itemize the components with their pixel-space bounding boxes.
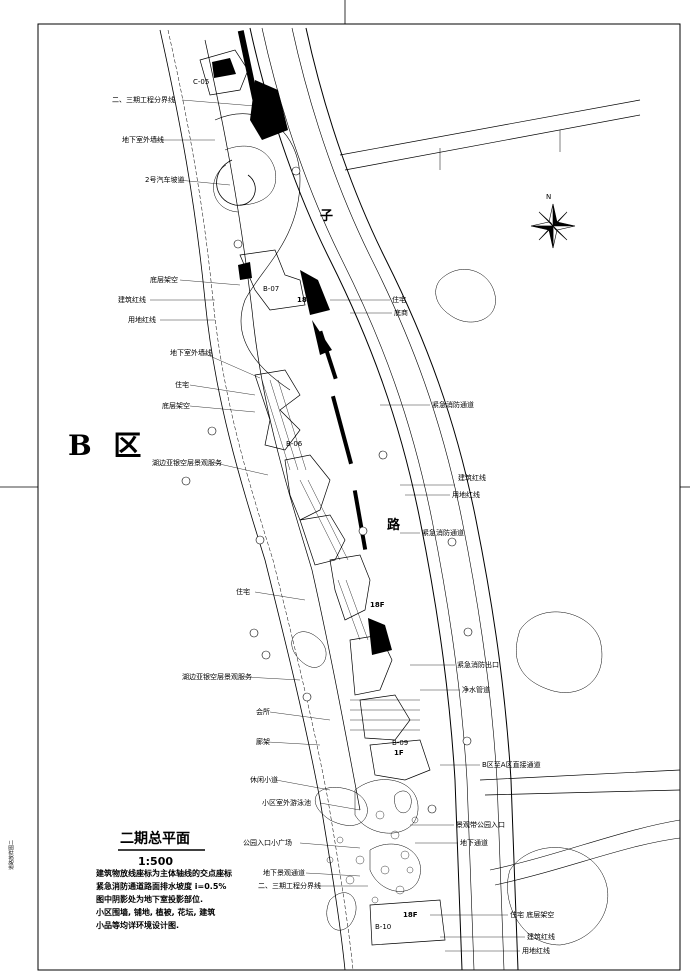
building-floors: 18F: [403, 911, 418, 919]
note-line: 建筑物放线座标为主体轴线的交点座标: [96, 869, 232, 878]
annotation-label: B区至A区直接通道: [482, 761, 541, 769]
annotation-label: 建筑红线: [118, 296, 146, 304]
annotation-label: 休闲小道: [250, 776, 278, 784]
annotation-label: 底层架空: [162, 402, 190, 410]
annotation-label: 景观带公园入口: [456, 821, 505, 829]
annotation-label: 建筑红线: [458, 474, 486, 482]
annotation-label: 公园入口小广场: [243, 839, 292, 847]
annotation-label: 二、三期工程分界线: [112, 96, 175, 104]
annotation-label: 二、三期工程分界线: [258, 882, 321, 890]
annotation-label: 建筑红线: [527, 933, 555, 941]
north-label: N: [546, 193, 552, 201]
annotation-label: 住宅 底层架空: [510, 911, 555, 919]
building-tag: B-10: [375, 923, 392, 931]
annotation-label: 紧急消防通道: [432, 401, 474, 409]
building-tag: C-05: [193, 78, 210, 86]
annotation-label: 廊架: [256, 738, 270, 746]
annotation-label: 用地红线: [128, 316, 156, 324]
zone-title: B 区: [68, 429, 148, 462]
building-floors: 18F: [297, 296, 312, 304]
annotation-label: 用地红线: [452, 491, 480, 499]
annotation-label: 会所: [256, 708, 270, 716]
note-line: 紧急消防通道路面排水坡度 i=0.5%: [96, 882, 227, 891]
road-name-char: 子: [320, 209, 334, 224]
annotation-label: 地下景观通道: [263, 869, 305, 877]
annotation-label: 紧急消防出口: [457, 661, 499, 669]
building-floors: 18F: [370, 601, 385, 609]
annotation-label: 住宅: [236, 588, 250, 596]
plan-title: 二期总平面: [120, 831, 190, 847]
note-line: 小区围墙, 铺地, 植被, 花坛, 建筑: [96, 908, 216, 917]
north-arrow-icon: [530, 203, 576, 249]
annotation-label: 地下通道: [460, 839, 488, 847]
road-name-char: 路: [387, 518, 401, 533]
note-line: 图中阴影处为地下室投影部位.: [96, 895, 204, 904]
annotation-label: 底商: [394, 309, 408, 317]
building-tag: B-06: [286, 440, 303, 448]
building-tag: B-07: [263, 285, 280, 293]
building-tag: B-09: [392, 739, 409, 747]
annotation-label: 住宅: [392, 296, 406, 304]
annotation-label: 净水管道: [462, 686, 490, 694]
annotation-label: 小区室外游泳池: [262, 799, 311, 807]
annotation-label: 住宅: [175, 381, 189, 389]
annotation-label: 紧急消防通道: [422, 529, 464, 537]
building-floors: 1F: [394, 749, 404, 757]
annotation-label: 湖边亚银空层景观服务: [152, 459, 222, 467]
scale-label: 1:500: [138, 855, 174, 868]
annotation-label: 底层架空: [150, 276, 178, 284]
annotation-label: 地下室外墙线: [170, 349, 212, 357]
annotation-label: 湖边亚银空层景观服务: [182, 673, 252, 681]
annotation-label: 用地红线: [522, 947, 550, 955]
note-line: 小品等均详环境设计图.: [96, 921, 180, 930]
sheet-side-text: 道路放样图二: [9, 839, 15, 870]
annotation-label: 地下室外墙线: [122, 136, 164, 144]
annotation-label: 2号汽车坡道: [145, 176, 185, 184]
